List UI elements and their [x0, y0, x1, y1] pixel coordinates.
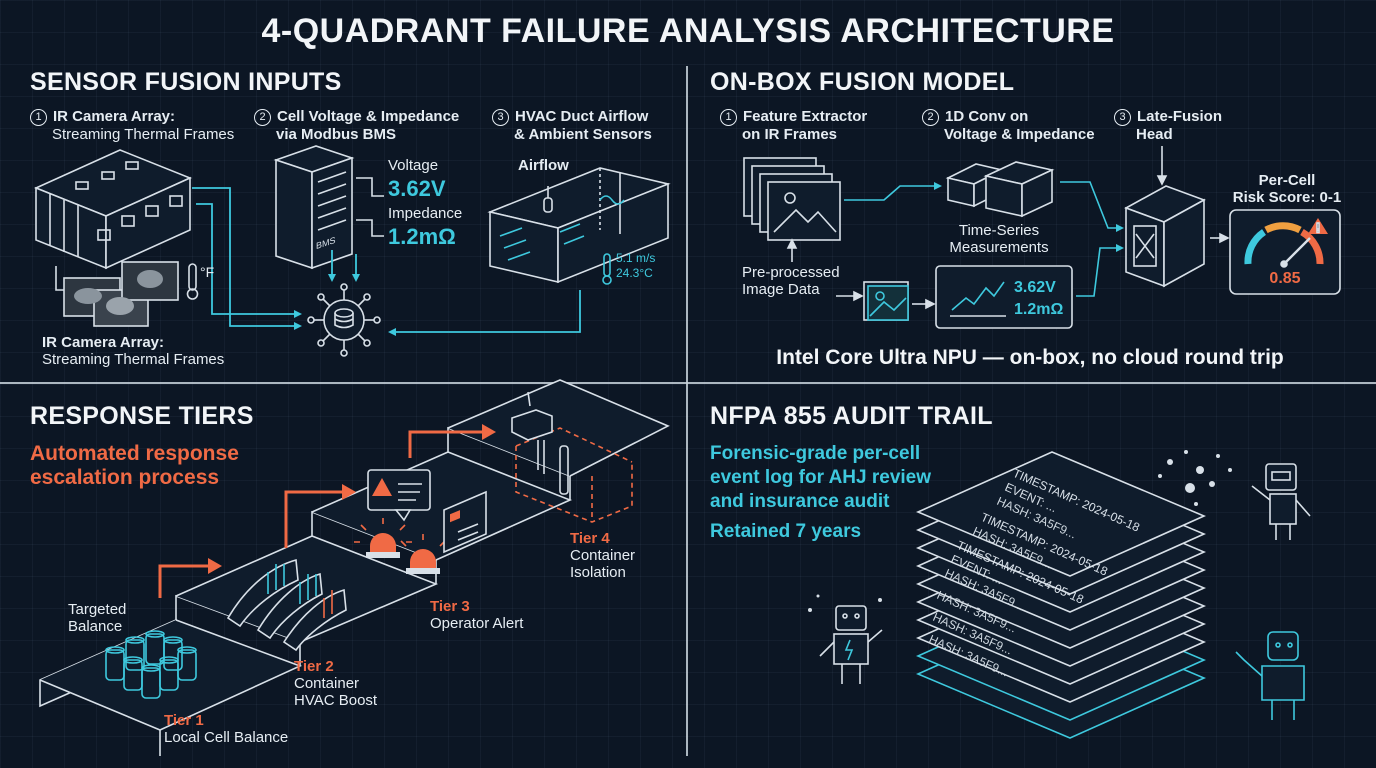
audit-desc-1: Forensic-grade per-cell	[710, 443, 921, 464]
image-stack-icon	[743, 157, 841, 241]
tier-description: Isolation	[570, 564, 626, 581]
tier-label: Tier 1	[164, 712, 204, 729]
step-title: Feature Extractor	[743, 108, 868, 125]
airflow-fans-icon	[226, 558, 347, 652]
airflow-temperature: 24.3°C	[616, 266, 653, 280]
duct-icon	[487, 167, 671, 284]
tier-4: Tier 4 Container Isolation	[570, 530, 635, 581]
response-subtitle-1: Automated response	[30, 442, 239, 465]
thermometer-icon	[602, 253, 612, 285]
impedance-value: 1.2mΩ	[388, 224, 456, 249]
tier-3: Tier 3 Operator Alert	[430, 598, 523, 632]
ir-caption-subtitle: Streaming Thermal Frames	[42, 351, 225, 368]
preprocessed-label-2: Image Data	[742, 281, 820, 298]
fusion-model-title: ON-BOX FUSION MODEL	[710, 68, 1015, 96]
page-title: 4-QUADRANT FAILURE ANALYSIS ARCHITECTURE	[261, 12, 1115, 50]
step-subtitle: on IR Frames	[742, 126, 838, 143]
response-tiers-title: RESPONSE TIERS	[30, 402, 254, 430]
bms-rack-icon	[273, 145, 355, 270]
alert-message-icon	[367, 469, 431, 522]
step-subtitle: Head	[1136, 126, 1173, 143]
beacon-icon	[354, 518, 446, 574]
horizontal-divider	[0, 382, 1376, 384]
thermal-frames-icon	[55, 261, 179, 327]
conv-block-icon	[945, 161, 1055, 218]
warning-icon	[1308, 218, 1328, 234]
sensor-fusion-title: SENSOR FUSION INPUTS	[30, 68, 342, 96]
tier-1: Tier 1 Local Cell Balance	[164, 712, 288, 746]
tier-description: Container	[294, 675, 360, 692]
audit-desc-2: event log for AHJ review	[710, 467, 932, 488]
voltage-label: Voltage	[388, 157, 439, 174]
risk-label-2: Risk Score: 0-1	[1232, 189, 1342, 206]
isolation-switch-icon	[511, 391, 633, 523]
voltage-value: 3.62V	[388, 176, 446, 201]
tier-description: Local Cell Balance	[164, 729, 289, 746]
audit-desc-3: and insurance audit	[710, 491, 890, 512]
step-subtitle: via Modbus BMS	[276, 126, 397, 143]
airflow-speed: 5.1 m/s	[616, 251, 656, 265]
tier-description: HVAC Boost	[294, 692, 378, 709]
preprocessed-image-icon	[863, 281, 909, 321]
targeted-label-2: Balance	[68, 618, 123, 635]
step-title: Cell Voltage & Impedance	[277, 108, 460, 125]
robot-icon	[1251, 463, 1311, 540]
operator-screen-icon	[443, 490, 487, 554]
log-sheet	[915, 451, 1207, 577]
impedance-label: Impedance	[388, 205, 463, 222]
response-subtitle-2: escalation process	[30, 466, 220, 489]
step-subtitle: & Ambient Sensors	[514, 126, 652, 143]
step-title: 1D Conv on	[945, 108, 1029, 125]
timeseries-label-1: Time-Series	[958, 222, 1040, 239]
npu-footer: Intel Core Ultra NPU — on-box, no cloud …	[776, 346, 1284, 369]
temperature-unit: °F	[200, 264, 215, 280]
targeted-label-1: Targeted	[68, 601, 127, 618]
thermometer-icon	[186, 263, 199, 300]
ir-caption-title: IR Camera Array:	[42, 334, 164, 351]
fusion-hub-icon	[307, 283, 381, 357]
step-title: HVAC Duct Airflow	[515, 108, 649, 125]
timeseries-chart-icon	[935, 265, 1073, 329]
audit-retention: Retained 7 years	[710, 521, 862, 542]
battery-cells-icon	[105, 630, 197, 699]
audit-trail-title: NFPA 855 AUDIT TRAIL	[710, 402, 993, 430]
airflow-label: Airflow	[518, 157, 569, 174]
step-subtitle: Streaming Thermal Frames	[52, 126, 235, 143]
fusion-head-icon	[1124, 185, 1206, 288]
risk-score-value: 0.85	[1269, 270, 1301, 287]
particle-cluster-icon	[808, 450, 1232, 612]
preprocessed-label-1: Pre-processed	[742, 264, 840, 281]
step-title: Late-Fusion	[1137, 108, 1222, 125]
tier-label: Tier 3	[430, 598, 470, 615]
tier-label: Tier 4	[570, 530, 610, 547]
chart-voltage: 3.62V	[1014, 279, 1056, 296]
tier-description: Operator Alert	[430, 615, 524, 632]
chart-impedance: 1.2mΩ	[1014, 301, 1064, 318]
step-title: IR Camera Array:	[53, 108, 175, 125]
risk-label-1: Per-Cell	[1258, 172, 1316, 189]
log-stack-icon	[915, 451, 1207, 739]
tier-description: Container	[570, 547, 636, 564]
robot-icon	[819, 605, 883, 684]
timeseries-label-2: Measurements	[949, 239, 1049, 256]
tier-label: Tier 2	[294, 658, 334, 675]
tier-2: Tier 2 Container HVAC Boost	[294, 658, 377, 709]
vertical-divider	[686, 66, 688, 756]
container-icon	[33, 149, 193, 270]
step-subtitle: Voltage & Impedance	[944, 126, 1095, 143]
robot-icon	[1235, 631, 1305, 720]
